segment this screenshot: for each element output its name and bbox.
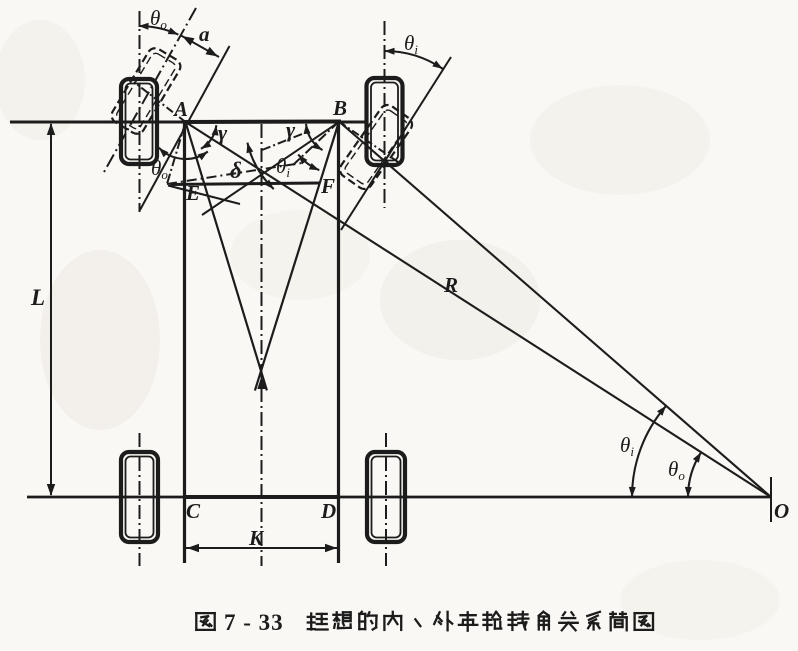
svg-text:7 - 33: 7 - 33 [224,610,284,635]
svg-text:O: O [774,499,789,523]
svg-text:B: B [332,96,347,120]
svg-text:R: R [443,273,458,297]
svg-text:δ: δ [230,158,242,183]
svg-text:D: D [320,499,336,523]
svg-text:A: A [172,97,188,121]
svg-text:γ: γ [218,120,228,145]
svg-text:K: K [248,526,265,550]
svg-text:E: E [185,181,200,205]
svg-text:C: C [186,499,201,523]
svg-text:γ: γ [286,117,296,142]
svg-text:L: L [30,285,45,310]
svg-text:F: F [320,174,335,198]
svg-text:a: a [199,22,210,46]
